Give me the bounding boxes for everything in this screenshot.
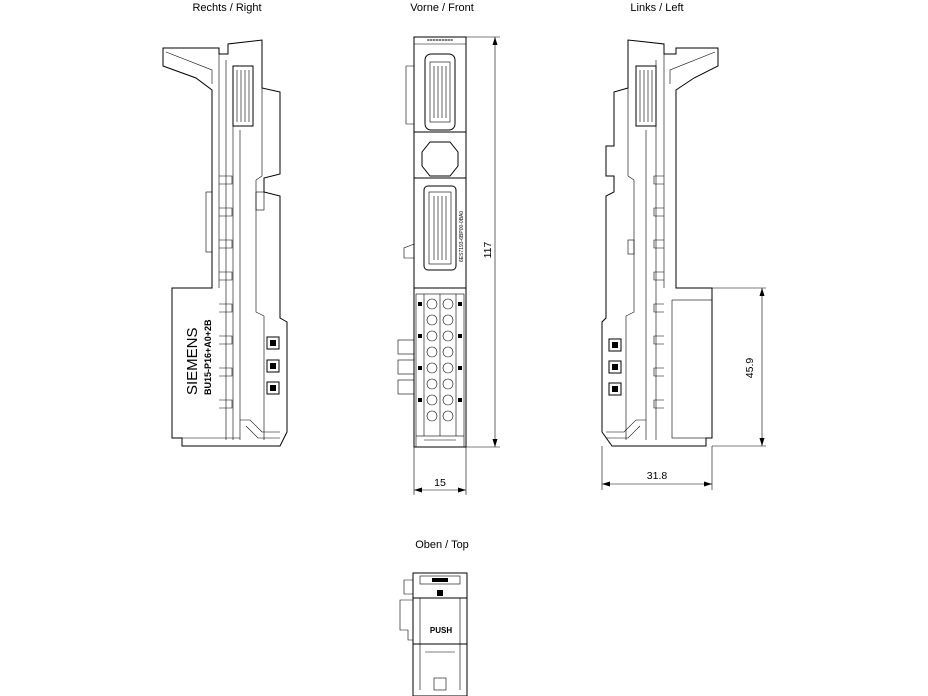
front-upper-connector <box>424 53 456 131</box>
front-view: ========= 6ES7193-6BP00-0BA0 <box>397 36 500 495</box>
dimension-height-value: 117 <box>482 241 494 258</box>
dimension-depth: 31.8 <box>601 446 713 490</box>
left-terminal-ribs <box>653 175 664 409</box>
model-label: BU15-P16+A0+2B <box>203 319 213 395</box>
svg-text:=========: ========= <box>427 38 453 44</box>
right-view: SIEMENS BU15-P16+A0+2B <box>162 39 288 447</box>
dimension-height: 117 <box>466 36 500 448</box>
front-terminal-grid <box>415 293 465 437</box>
brand-label: SIEMENS <box>184 327 201 395</box>
left-view: 45.9 31.8 <box>601 39 766 490</box>
top-slot <box>433 677 447 691</box>
front-upper-connector-pins <box>433 66 447 118</box>
view-title-front: Vorne / Front <box>410 2 474 14</box>
order-number: 6ES7193-6BP00-0BA0 <box>459 211 465 262</box>
dimension-terminal-height: 45.9 <box>712 287 766 447</box>
right-connector-pins <box>236 70 250 122</box>
dimension-depth-value: 31.8 <box>647 470 668 482</box>
left-connector-pins <box>639 70 653 122</box>
view-title-left: Links / Left <box>630 2 683 14</box>
front-lower-connector <box>423 185 457 271</box>
push-label: PUSH <box>430 626 452 635</box>
dimension-terminal-height-value: 45.9 <box>744 358 756 379</box>
top-view: PUSH <box>399 572 468 696</box>
view-title-right: Rechts / Right <box>192 2 261 14</box>
right-terminal-ribs <box>219 175 233 409</box>
view-title-top: Oben / Top <box>415 539 469 551</box>
dimension-front-width-value: 15 <box>434 477 446 489</box>
front-lower-connector-pins <box>433 196 447 260</box>
front-octagon <box>421 141 459 177</box>
dimension-front-width: 15 <box>413 447 467 495</box>
